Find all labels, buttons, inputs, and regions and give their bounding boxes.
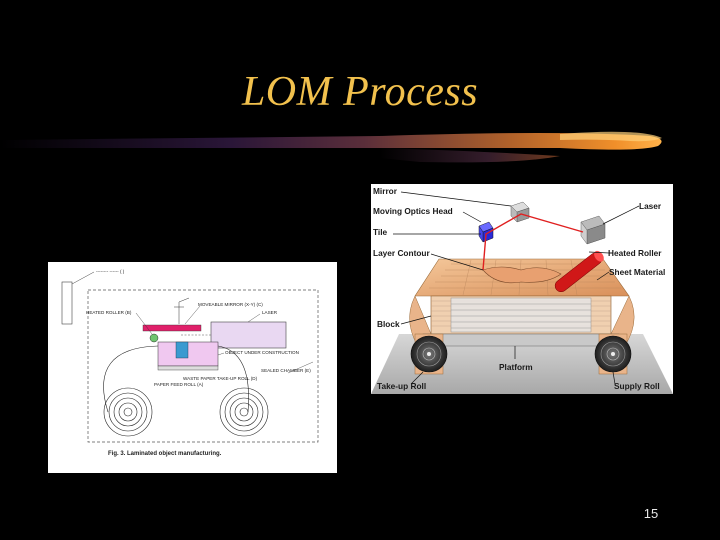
sealed-chamber-outline [87,289,319,443]
mirror-cube [510,201,530,223]
tile-shape [175,341,189,359]
heated-roller-circle [149,333,159,343]
layer-contour [482,266,562,284]
laser-box [210,321,287,349]
label-paper-feed-roll: PAPER FEED ROLL (A) [154,382,204,387]
take-up-roll [410,333,448,375]
label-layer-contour: Layer Contour [373,248,430,258]
label-heated-roller: Heated Roller [608,248,662,258]
supply-roll [594,333,632,375]
laser-beam [482,213,584,271]
figure-caption: Fig. 3. Laminated object manufacturing. [108,451,222,457]
title-underline-swoosh [0,131,662,163]
label-mirror: Mirror [373,186,398,196]
side-device-shape [61,281,73,325]
label-waste-take-up-roll: WASTE PAPER TAKE-UP ROLL (D) [183,376,258,381]
label-supply-roll: Supply Roll [614,381,660,391]
platform [414,333,628,347]
label-sheet-material: Sheet Material [609,267,665,277]
label-take-up-roll: Take-up Roll [377,381,426,391]
label-sealed-chamber: SEALED CHAMBER (E) [261,368,311,373]
label-block: Block [377,319,400,329]
slide-number: 15 [643,506,659,521]
waste-take-up-roll [219,387,269,437]
label-object-under-construction: OBJECT UNDER CONSTRUCTION [225,350,299,355]
label-laser: LASER [262,310,278,315]
label-heated-roller: HEATED ROLLER (B) [86,310,132,315]
platform-shape [157,365,219,371]
heated-roller-bar [142,324,202,332]
slide-title: LOM Process [241,69,479,115]
inner-block [450,297,592,333]
label-moving-optics-head: Moving Optics Head [373,206,453,216]
label-platform: Platform [499,362,533,372]
lom-schematic-figure: -------- ------ ( ) [48,262,337,473]
label-tile: Tile [373,227,388,237]
lom-schematic-drawing: -------- ------ ( ) [61,269,319,457]
heated-roller [554,250,604,293]
lom-illustration-drawing: Mirror Moving Optics Head Tile Layer Con… [371,186,673,394]
lom-illustration-figure: Mirror Moving Optics Head Tile Layer Con… [371,184,673,394]
label-laser: Laser [639,201,662,211]
paper-feed-roll [103,387,153,437]
svg-text:-------- ------ ( ): -------- ------ ( ) [96,269,125,274]
label-moveable-mirror: MOVEABLE MIRROR (X-Y) (C) [198,302,263,307]
laser-unit [580,215,606,245]
